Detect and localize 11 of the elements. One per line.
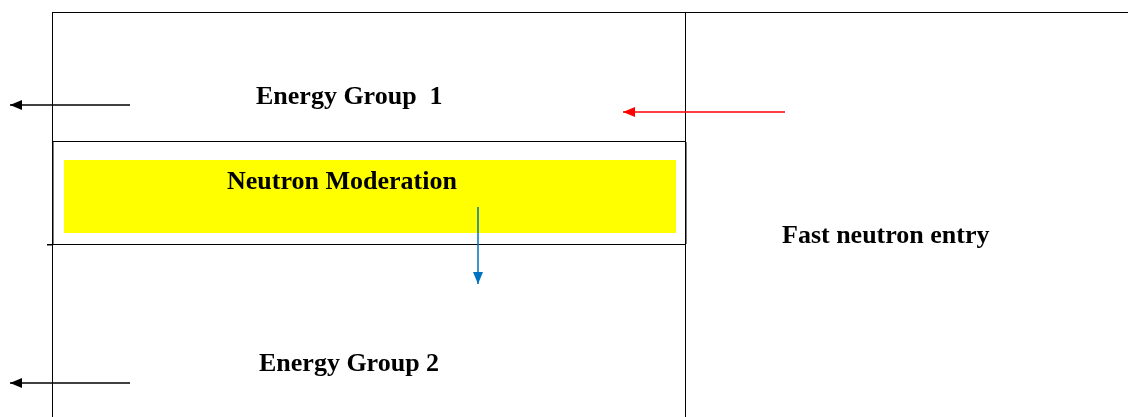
energy-group-region <box>52 12 686 142</box>
arrow <box>9 100 131 110</box>
region-label: Energy Group 2 <box>259 348 440 378</box>
arrow <box>9 378 131 388</box>
region-label: Fast neutron entry <box>782 220 990 250</box>
arrow <box>622 107 786 117</box>
moderation-band <box>64 160 676 233</box>
region-label: Energy Group 1 <box>256 81 443 111</box>
region-label: Neutron Moderation <box>227 166 457 196</box>
arrow <box>473 206 483 285</box>
energy-group-region <box>52 244 686 417</box>
